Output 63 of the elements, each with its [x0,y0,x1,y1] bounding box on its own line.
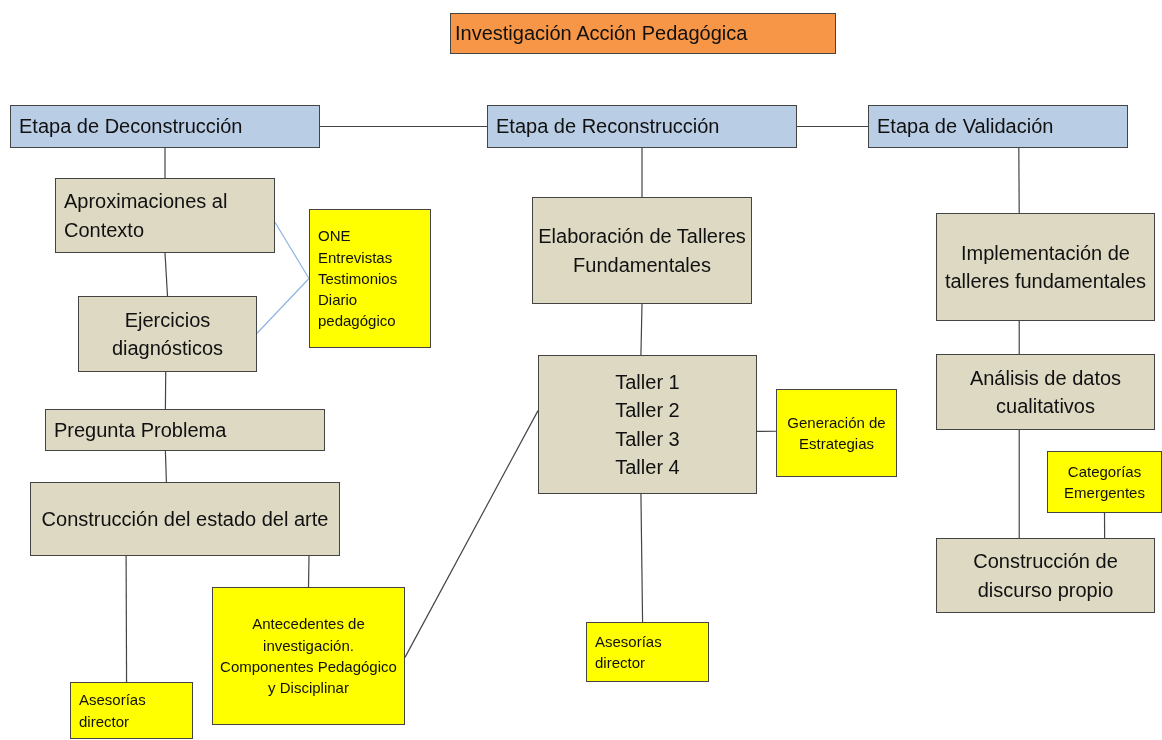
connector-line [164,450,167,483]
node-text: Etapa de Reconstrucción [496,114,721,140]
node-text: Análisis de datos cualitativos [968,365,1123,419]
node-text: Etapa de Deconstrucción [19,114,244,140]
node-text: Diario pedagógico [318,290,397,332]
connector-line [1103,512,1106,539]
note-box [776,389,897,477]
process-box [936,538,1155,613]
node-text: Construcción de discurso propio [972,549,1119,603]
node-text: Categorías Emergentes [1063,461,1146,503]
node-text: Elaboración de Talleres Fundamentales [537,224,747,278]
node-text: Ejercicios diagnósticos [110,307,225,361]
connector-line [307,555,310,588]
node-text: Asesorías director [595,631,663,673]
connector-line [1018,320,1020,355]
connector-line [125,555,128,683]
node-text: Pregunta Problema [54,417,228,443]
stage-box [10,105,320,148]
stage-box [868,105,1128,148]
title-box [450,13,836,54]
note-box [212,587,405,725]
node-text: Taller 2 [614,398,681,424]
connector-line [640,303,643,356]
connector-line [256,277,310,334]
node-text: Antecedentes de investigación. Componentes Pedagógico y Disciplinar [219,614,398,699]
process-box [538,355,757,494]
node-text: Generación de Estrategias [786,412,887,454]
connector-line [164,252,169,297]
connector-line [274,221,310,280]
process-box [30,482,340,556]
node-text: Etapa de Validación [877,114,1055,140]
connector-line [756,430,777,433]
node-text: Entrevistas [318,247,394,268]
connector-line [164,371,167,410]
node-text: Testimonios [318,268,399,289]
connector-line [1018,429,1020,539]
process-box [45,409,325,451]
note-box [1047,451,1162,513]
node-text: Taller 1 [614,369,681,395]
process-box [936,213,1155,321]
node-text: Aproximaciones al Contexto [64,189,229,243]
connector-line [1018,147,1020,214]
node-text: ONE [318,226,352,247]
note-box [309,209,431,348]
connector-line [404,410,539,658]
node-text: Implementación de talleres fundamentales [943,240,1148,294]
connector-line [641,147,643,198]
connector-line [640,493,644,623]
note-box [586,622,709,682]
connector-line [319,125,488,128]
process-box [78,296,257,372]
connector-line [164,147,166,179]
process-box [936,354,1155,430]
stage-box [487,105,797,148]
note-box [70,682,193,739]
process-box [55,178,275,253]
node-text: Taller 3 [614,426,681,452]
node-text: Asesorías director [79,690,147,732]
node-text: Taller 4 [614,454,681,480]
connector-line [796,125,869,128]
process-box [532,197,752,304]
node-text: Construcción del estado del arte [40,506,330,532]
node-text: Investigación Acción Pedagógica [455,21,749,47]
